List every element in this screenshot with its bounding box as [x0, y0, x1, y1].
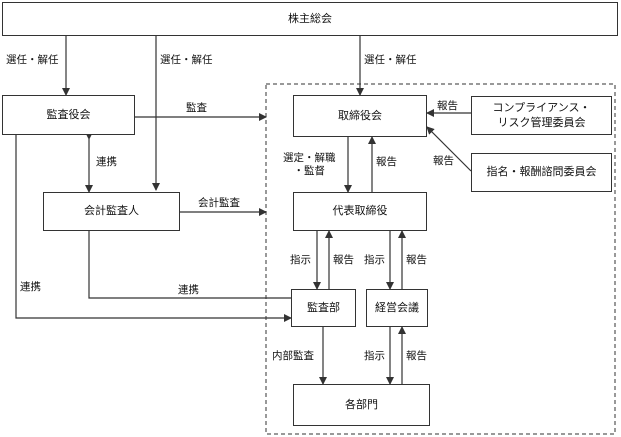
- node-management-meeting: 経営会議: [366, 289, 428, 327]
- label-cooperation-audit-auditor: 連携: [96, 156, 117, 168]
- label-cooperation-left: 連携: [20, 281, 41, 293]
- label-cooperation-auditor-dept: 連携: [178, 284, 199, 296]
- label-instruct-rep-mgmt: 指示: [364, 254, 385, 266]
- label-report-compliance: 報告: [437, 100, 458, 112]
- label-report-depts-mgmt: 報告: [406, 350, 427, 362]
- compliance-line-1: コンプライアンス・: [492, 101, 591, 115]
- arrow-report-nomination: [426, 126, 472, 172]
- label-report-nomination: 報告: [433, 155, 454, 167]
- label-appoint: 選定・解職 ・監督: [283, 152, 336, 177]
- label-instruct-rep-audit: 指示: [290, 254, 311, 266]
- label-report-rep-board: 報告: [376, 156, 397, 168]
- label-instruct-mgmt-depts: 指示: [364, 350, 385, 362]
- label-report-mgmt-rep: 報告: [406, 254, 427, 266]
- node-audit-board: 監査役会: [2, 95, 135, 135]
- label-accounting-audit: 会計監査: [198, 197, 240, 209]
- label-appoint-line-2: ・監督: [293, 164, 326, 177]
- arrow-cooperation-auditor-dept: [85, 224, 291, 299]
- node-shareholders-meeting: 株主総会: [2, 2, 618, 36]
- node-nomination-committee: 指名・報酬諮問委員会: [471, 153, 612, 192]
- node-compliance-committee: コンプライアンス・ リスク管理委員会: [471, 96, 612, 135]
- label-report-audit-rep: 報告: [333, 254, 354, 266]
- node-departments: 各部門: [293, 384, 430, 426]
- label-elect-board: 選任・解任: [364, 54, 417, 66]
- node-accounting-auditor: 会計監査人: [43, 192, 180, 231]
- label-elect-audit-board: 選任・解任: [6, 54, 59, 66]
- label-appoint-line-1: 選定・解職: [283, 152, 336, 164]
- label-elect-accounting-auditor: 選任・解任: [160, 54, 213, 66]
- arrow-cooperation-left: [12, 128, 292, 322]
- compliance-line-2: リスク管理委員会: [497, 115, 586, 129]
- node-representative-director: 代表取締役: [293, 192, 427, 231]
- label-audit: 監査: [186, 102, 207, 114]
- node-audit-department: 監査部: [291, 289, 356, 327]
- label-internal-audit: 内部監査: [272, 350, 314, 362]
- node-board-of-directors: 取締役会: [293, 95, 427, 137]
